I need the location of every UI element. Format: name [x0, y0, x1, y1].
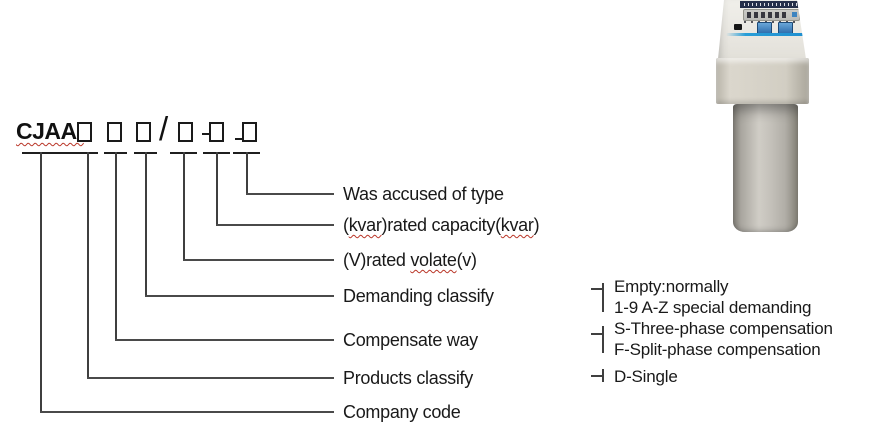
field-text-misspelled: kvar [348, 215, 382, 235]
dash-separator-2 [235, 138, 242, 140]
tree-hline-demanding-classify [145, 295, 334, 297]
bracket-compensate [602, 326, 604, 353]
annotation-line: 1-9 A-Z special demanding [614, 298, 812, 317]
tree-vline-rated-voltage [183, 152, 185, 261]
field-text: Products classify [343, 368, 473, 388]
field-text: Compensate way [343, 330, 478, 350]
tick-box-1 [75, 152, 98, 154]
annotation-line: S-Three-phase compensation [614, 319, 833, 338]
tree-hline-products-classify [87, 377, 334, 379]
dash-separator-1 [202, 133, 209, 135]
device-capacitor-cylinder [733, 104, 798, 232]
bracket-products [602, 369, 604, 382]
tree-hline-rated-capacity [216, 224, 334, 226]
digital-display [743, 9, 800, 21]
tree-vline-was-accused [246, 152, 248, 195]
display-segments [747, 12, 789, 18]
annotation-line: D-Single [614, 367, 678, 386]
panel-title-strip [740, 1, 803, 8]
code-box-3 [136, 122, 151, 142]
bracket-products-arm [591, 375, 603, 377]
field-label-rated-voltage: (V)rated volate(v) [343, 250, 477, 271]
annotation-products-values: D-Single [614, 366, 678, 387]
tree-vline-products-classify [87, 152, 89, 379]
code-box-5 [209, 122, 224, 142]
panel-title-glyphs [744, 3, 799, 6]
tree-vline-rated-capacity [216, 152, 218, 226]
annotation-demanding-values: Empty:normally 1-9 A-Z special demanding [614, 276, 811, 318]
annotation-line: Empty:normally [614, 277, 729, 296]
field-text-misspelled: volate [410, 250, 457, 270]
bracket-demanding [602, 283, 604, 312]
tree-hline-rated-voltage [183, 259, 334, 261]
power-switch [734, 24, 742, 30]
bracket-demanding-arm [591, 288, 603, 290]
field-text: (v) [456, 250, 477, 270]
field-text-misspelled: kvar [500, 215, 534, 235]
slash-separator: / [159, 110, 169, 147]
annotation-line: F-Split-phase compensation [614, 340, 821, 359]
code-box-6 [242, 122, 257, 142]
field-label-compensate-way: Compensate way [343, 330, 478, 351]
field-label-products-classify: Products classify [343, 368, 473, 389]
tree-vline-company-code [40, 152, 42, 413]
field-text: (V)rated [343, 250, 411, 270]
device-control-head [718, 0, 806, 59]
field-text: ( [343, 215, 349, 235]
field-label-was-accused-of-type: Was accused of type [343, 184, 504, 205]
field-text: Was accused of type [343, 184, 504, 204]
field-label-demanding-classify: Demanding classify [343, 286, 494, 307]
field-label-company-code: Company code [343, 402, 461, 423]
tree-hline-company-code [40, 411, 334, 413]
annotation-compensate-values: S-Three-phase compensation F-Split-phase… [614, 318, 833, 360]
code-box-2 [107, 122, 122, 142]
tree-hline-was-accused [246, 193, 334, 195]
display-indicator [792, 12, 797, 17]
code-box-4 [178, 122, 193, 142]
product-photo [716, 0, 809, 233]
tree-hline-compensate-way [115, 339, 334, 341]
tree-vline-demanding-classify [145, 152, 147, 297]
code-box-1 [77, 122, 92, 142]
field-text: Company code [343, 402, 461, 422]
field-text: ) [533, 215, 540, 235]
bracket-compensate-arm [591, 333, 603, 335]
field-text: )rated capacity( [381, 215, 502, 235]
field-text: Demanding classify [343, 286, 494, 306]
tick-prefix [22, 152, 77, 154]
model-prefix: CJAA- [16, 118, 84, 144]
field-label-rated-capacity: (kvar)rated capacity(kvar) [343, 215, 540, 236]
tree-vline-compensate-way [115, 152, 117, 341]
device-collar [716, 58, 809, 104]
blue-accent-line [726, 33, 804, 36]
